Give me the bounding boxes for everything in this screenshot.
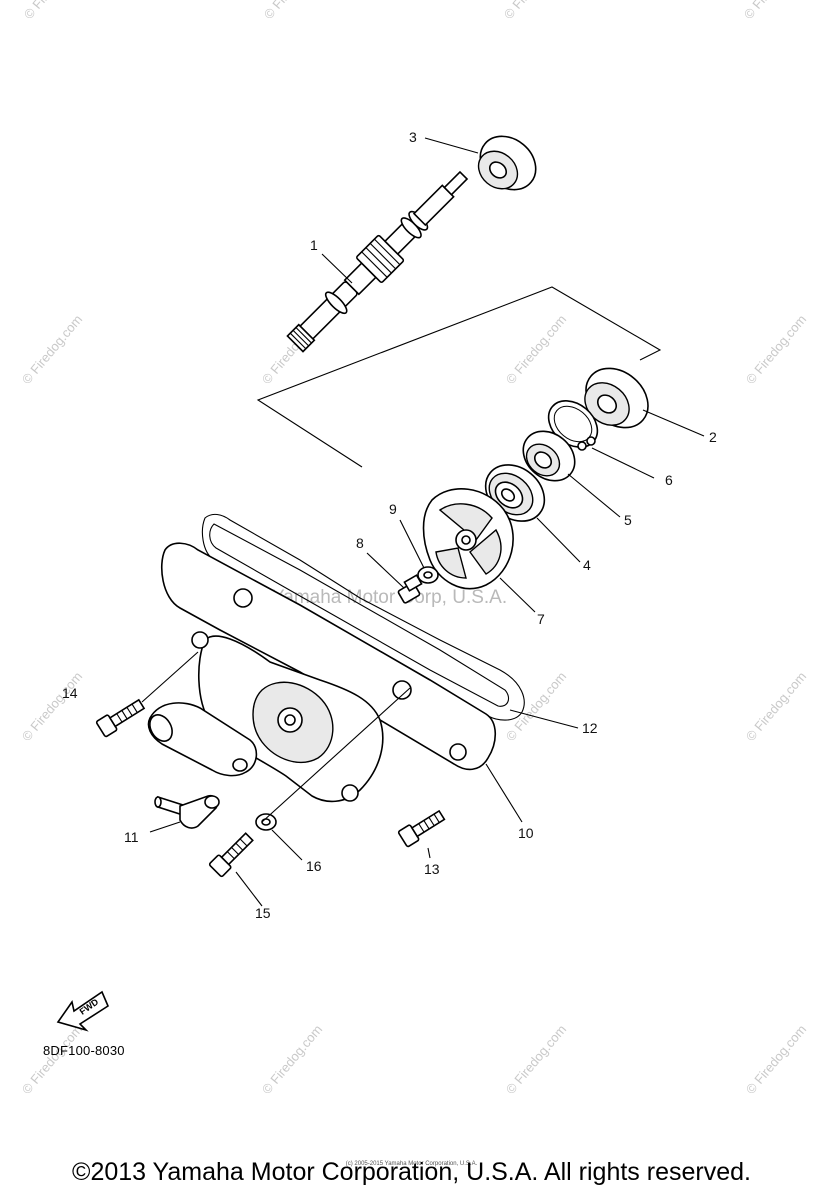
cover-gasket-inner — [209, 523, 510, 707]
watermark: © Firedog.com — [743, 669, 809, 744]
watermark: © Firedog.com — [19, 669, 85, 744]
callout-9: 9 — [389, 501, 397, 517]
callout-8: 8 — [356, 535, 364, 551]
callout-7: 7 — [537, 611, 545, 627]
pump-housing-cover — [147, 542, 497, 803]
watermark: © Firedog.com — [743, 312, 809, 387]
oil-seal — [522, 430, 576, 482]
callout-16: 16 — [306, 858, 322, 874]
bearing-lower — [584, 367, 649, 429]
callout-15: 15 — [255, 905, 271, 921]
watermark-center: Yamaha Motor Corp, U.S.A. — [272, 587, 507, 608]
watermark: © Firedog.com — [261, 0, 327, 22]
callout-1: 1 — [310, 237, 318, 253]
watermark: © Firedog.com — [19, 312, 85, 387]
callout-11: 11 — [124, 829, 139, 845]
watermark: © Firedog.com — [21, 0, 87, 22]
watermark: © Firedog.com — [19, 1022, 85, 1097]
washer-impeller — [417, 566, 439, 584]
callout-2: 2 — [709, 429, 717, 445]
bolt-14 — [95, 698, 146, 738]
assembly-bracket — [256, 286, 662, 468]
impeller-screw — [397, 574, 423, 604]
bolt-13 — [397, 809, 446, 848]
callout-numbers: 1 2 3 4 5 6 7 8 9 10 11 12 13 14 15 16 — [62, 129, 717, 921]
bearing-upper — [477, 135, 537, 191]
watermark: © Firedog.com — [259, 1022, 325, 1097]
callout-10: 10 — [518, 825, 534, 841]
washer-16 — [255, 813, 277, 831]
fine-print: (c) 2005-2015 Yamaha Motor Corporation, … — [345, 1161, 478, 1167]
diagram-code: 8DF100-8030 — [43, 1043, 125, 1058]
circlip — [547, 400, 599, 451]
watermark: © Firedog.com — [743, 1022, 809, 1097]
impeller — [422, 488, 514, 590]
callout-5: 5 — [624, 512, 632, 528]
leader-lines — [141, 137, 705, 907]
pump-shaft — [286, 170, 469, 353]
copyright-notice: ©2013 Yamaha Motor Corporation, U.S.A. A… — [72, 1158, 751, 1186]
callout-3: 3 — [409, 129, 417, 145]
watermark: © Firedog.com — [503, 312, 569, 387]
bolt-15 — [208, 832, 254, 878]
hose-fitting — [154, 794, 220, 829]
watermark: © Firedog.com — [503, 669, 569, 744]
callout-12: 12 — [582, 720, 598, 736]
watermark: © Firedog.com — [503, 1022, 569, 1097]
callout-4: 4 — [583, 557, 591, 573]
watermark: © Firedog.com — [501, 0, 567, 22]
callout-6: 6 — [665, 472, 673, 488]
watermark: © Firedog.com — [741, 0, 807, 22]
callout-14: 14 — [62, 685, 78, 701]
callout-13: 13 — [424, 861, 440, 877]
fwd-arrow-icon: FWD — [56, 990, 110, 1032]
